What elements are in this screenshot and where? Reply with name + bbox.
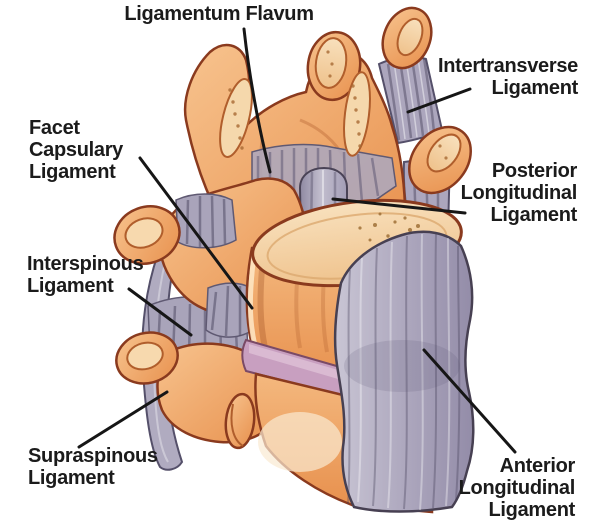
transverse-process-lower (408, 125, 472, 195)
label-interspinous-ligament: Interspinous Ligament (27, 253, 144, 297)
leader-interspinous-ligament (127, 287, 193, 337)
spinous-process-tip-3 (115, 331, 179, 385)
label-intertransverse-ligament: Intertransverse Ligament (437, 55, 578, 99)
leader-facet-capsulary-ligament (138, 156, 254, 310)
leader-lines (77, 27, 517, 454)
interspinous-upper-region (175, 193, 237, 249)
inferior-articular-process (224, 392, 256, 450)
label-facet-capsulary-ligament: Facet Capsulary Ligament (29, 117, 124, 183)
transverse-process-upper (381, 6, 433, 70)
leader-posterior-longitudinal-ligament (331, 197, 467, 215)
anterior-longitudinal-ligament-band (333, 230, 475, 513)
spinous-process-cut-right (343, 71, 371, 157)
label-anterior-longitudinal-ligament: Anterior Longitudinal Ligament (458, 455, 576, 521)
label-supraspinous-ligament: Supraspinous Ligament (28, 445, 158, 489)
leader-ligamentum-flavum (242, 27, 272, 174)
leader-anterior-longitudinal-ligament (422, 348, 517, 454)
spinous-process-cut-left (219, 78, 253, 158)
spinous-process-tip-2 (113, 205, 181, 265)
leader-intertransverse-ligament (406, 87, 472, 114)
label-posterior-longitudinal-ligament: Posterior Longitudinal Ligament (460, 160, 578, 226)
label-ligamentum-flavum: Ligamentum Flavum (124, 3, 314, 25)
spinous-process-tube-top (306, 30, 362, 102)
leader-supraspinous-ligament (77, 390, 169, 449)
